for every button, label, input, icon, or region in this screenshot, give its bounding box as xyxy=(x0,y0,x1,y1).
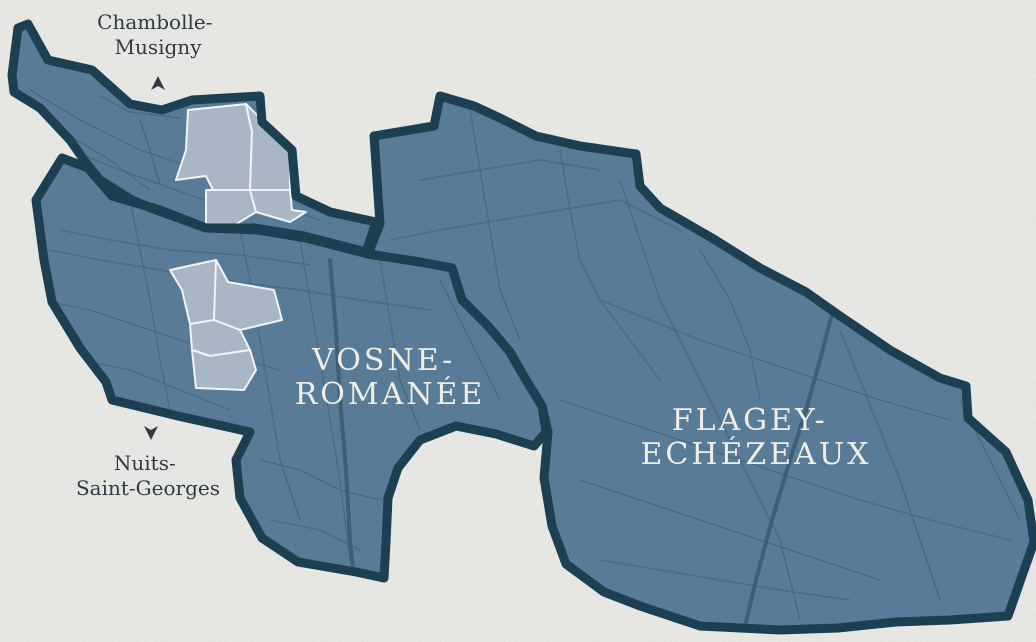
label-nuits-line-1: Nuits- xyxy=(114,451,176,475)
road-flagey-10 xyxy=(599,559,851,601)
road-flagey-1 xyxy=(419,159,601,181)
road-vosne-5 xyxy=(299,239,351,561)
road-flagey-2 xyxy=(469,109,521,341)
label-vosne-line-2: ROMANÉE xyxy=(295,376,486,412)
road-flagey-6 xyxy=(559,399,1011,541)
road-vosne-6 xyxy=(379,259,421,431)
label-nuits-line-2: Saint-Georges xyxy=(76,476,220,500)
major-road xyxy=(742,312,834,630)
road-flagey-7 xyxy=(579,479,881,581)
arrow-down-icon xyxy=(144,426,158,440)
label-chambolle-musigny: Chambolle- Musigny xyxy=(97,10,219,59)
label-chambolle-line-2: Musigny xyxy=(114,35,202,59)
road-vosne-9 xyxy=(259,459,381,501)
arrow-up-icon xyxy=(151,76,165,90)
road-flagey-5 xyxy=(599,299,951,421)
label-flagey-line-1: FLAGEY- xyxy=(672,403,828,438)
road-vosne-3 xyxy=(129,199,171,411)
commune-flagey-echezeaux xyxy=(368,96,1034,630)
road-flagey-4 xyxy=(619,179,801,621)
road-vosne-2 xyxy=(59,229,311,266)
label-chambolle-line-1: Chambolle- xyxy=(97,10,212,34)
road-vosne-7 xyxy=(439,279,501,401)
road-flagey-3 xyxy=(559,149,661,381)
label-vosne-line-1: VOSNE- xyxy=(311,343,455,378)
border-vosne-romanee xyxy=(31,153,551,583)
label-nuits-saint-georges: Nuits- Saint-Georges xyxy=(76,451,220,500)
vineyard-parcel-7 xyxy=(191,349,257,391)
major-road xyxy=(328,258,356,578)
road-vosne-10 xyxy=(269,519,361,551)
road-north-3 xyxy=(99,95,181,119)
vineyard-parcel-2 xyxy=(205,189,257,229)
vineyard-parcel-3 xyxy=(249,189,307,223)
label-flagey-line-2: ECHÉZEAUX xyxy=(641,436,872,472)
label-vosne-romanee: VOSNE- ROMANÉE xyxy=(295,343,486,412)
road-north-1 xyxy=(59,129,151,191)
road-flagey-9 xyxy=(839,329,941,601)
roads-flagey xyxy=(389,109,1021,630)
road-north-2 xyxy=(139,119,161,186)
vineyard-parcel-0 xyxy=(175,103,253,193)
vineyard-parcels xyxy=(169,103,307,391)
road-vosne-4 xyxy=(239,229,301,521)
roads-vosne xyxy=(39,199,501,578)
road-vosne-8 xyxy=(79,359,231,411)
commune-borders xyxy=(7,19,1036,635)
road-flagey-8 xyxy=(699,249,761,401)
label-flagey-echezeaux: FLAGEY- ECHÉZEAUX xyxy=(641,403,872,472)
border-flagey-echezeaux xyxy=(363,91,1036,635)
road-flagey-0 xyxy=(389,199,681,241)
